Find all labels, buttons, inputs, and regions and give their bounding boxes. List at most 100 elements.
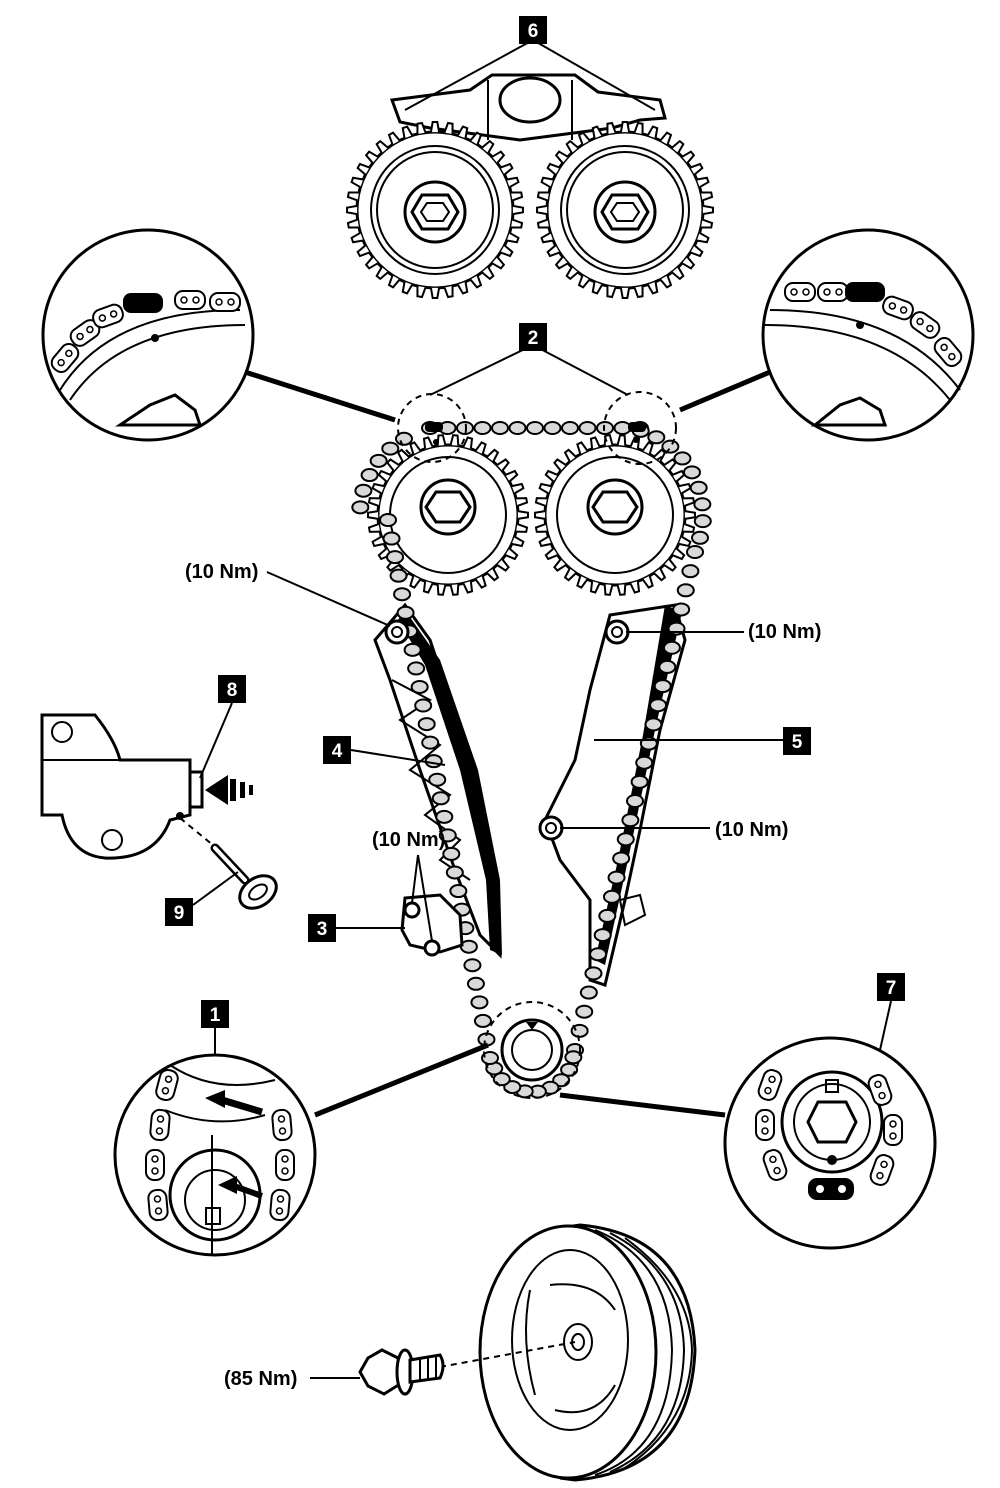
sprocket-tooth (443, 121, 454, 134)
sprocket-tooth (416, 121, 427, 134)
tensioner-detail: 8 9 (40, 675, 278, 926)
sprocket-tooth (536, 191, 549, 202)
chain-link (155, 1068, 179, 1102)
sprocket-tooth (367, 523, 381, 533)
chain-link (351, 500, 370, 515)
sprocket-tooth (701, 191, 714, 202)
chain-link (621, 813, 640, 828)
chain-link (396, 605, 415, 620)
sprocket-tooth (672, 469, 686, 483)
sprocket-tooth (696, 231, 710, 244)
chain-link (882, 295, 914, 321)
callout-8-label: 8 (227, 680, 238, 701)
sprocket-tooth (538, 535, 552, 548)
sprocket-tooth (436, 434, 447, 446)
sprocket-tooth (641, 441, 654, 455)
crankshaft-sprocket (500, 1018, 564, 1082)
sprocket-tooth (690, 162, 704, 176)
callout-4-label: 4 (332, 741, 343, 762)
chain-link (661, 439, 680, 454)
sprocket-tooth (565, 139, 579, 154)
sprocket-tooth (681, 150, 696, 164)
sprocket-tooth (591, 125, 604, 139)
arrow-icon (218, 1176, 264, 1199)
torque-label: (10 Nm) (185, 561, 258, 583)
chain-link (481, 1051, 499, 1065)
chain-link (647, 430, 666, 445)
sprocket-tooth (540, 176, 554, 189)
sprocket-tooth (603, 584, 614, 596)
chain-link (421, 735, 440, 750)
sprocket-tooth (367, 497, 381, 507)
sprocket-tooth (606, 121, 617, 134)
sprocket-tooth (377, 547, 391, 561)
sprocket-tooth (491, 150, 506, 164)
sprocket-tooth (364, 150, 379, 164)
chain-link (147, 1188, 169, 1222)
sprocket-tooth (422, 436, 434, 449)
torque-label: (10 Nm) (748, 621, 821, 643)
sprocket-tooth (500, 162, 514, 176)
sprocket-tooth (616, 584, 627, 596)
callout-9-label: 9 (174, 903, 185, 924)
chain-link (269, 1188, 291, 1222)
sprocket-tooth (506, 231, 520, 244)
camshaft-sprocket-left-top (355, 130, 515, 290)
sprocket-tooth (701, 218, 714, 229)
sprocket-tooth (682, 497, 696, 507)
sprocket-tooth (422, 581, 434, 594)
sprocket-tooth (554, 150, 569, 164)
chain-link (755, 1109, 775, 1141)
sprocket-tooth (619, 121, 631, 133)
sprocket-tooth (456, 281, 469, 295)
torque-crank-pulley-bolt: (85 Nm) (224, 1368, 360, 1390)
sprocket-tooth (436, 584, 447, 596)
chain-link (817, 282, 849, 302)
sprocket-tooth (443, 286, 454, 299)
sprocket-tooth (469, 275, 483, 289)
chain-link (589, 947, 608, 962)
chain-link (445, 865, 464, 880)
camshaft-assembly-top: 6 (346, 16, 714, 299)
sprocket-tooth (367, 510, 379, 520)
callout-7: 7 (877, 973, 905, 1051)
sprocket-tooth (517, 510, 529, 520)
callout-7-label: 7 (886, 978, 897, 999)
chain-link (503, 1080, 522, 1095)
sprocket-tooth (449, 434, 460, 446)
chain-link (209, 292, 241, 312)
sprocket-tooth (396, 448, 410, 463)
chain-link (381, 441, 400, 456)
chain-link (379, 513, 397, 527)
chain-link (369, 453, 388, 468)
sprocket-tooth (462, 436, 474, 449)
torque-tensioner: (10 Nm) (372, 829, 445, 942)
chain-link (417, 717, 436, 732)
chain-link (607, 870, 626, 885)
sprocket-tooth (553, 458, 567, 472)
sprocket-tooth (696, 176, 710, 189)
sprocket-tooth (429, 121, 441, 133)
chain-link (470, 995, 489, 1010)
chain-link (662, 640, 681, 655)
sprocket-tooth (375, 266, 389, 281)
sprocket-tooth (659, 131, 673, 145)
chain-link (626, 794, 644, 808)
chain-link (867, 1074, 893, 1106)
chain-link (653, 679, 672, 694)
chain-link (442, 846, 461, 861)
sprocket-tooth (505, 547, 519, 561)
callout-2-label: 2 (528, 328, 539, 349)
torque-guide-right-lower: (10 Nm) (560, 819, 788, 841)
sprocket-tooth (356, 244, 370, 258)
chain-link (386, 550, 405, 565)
sprocket-tooth (387, 131, 401, 145)
sprocket-tooth (678, 482, 692, 495)
sprocket-tooth (563, 448, 577, 463)
sprocket-tooth (469, 131, 483, 145)
sprocket-tooth (505, 469, 519, 483)
sprocket-tooth (500, 244, 514, 258)
camshaft-sprocket-right-top (545, 130, 705, 290)
sprocket-tooth (474, 441, 487, 455)
chain-link (473, 1013, 492, 1028)
